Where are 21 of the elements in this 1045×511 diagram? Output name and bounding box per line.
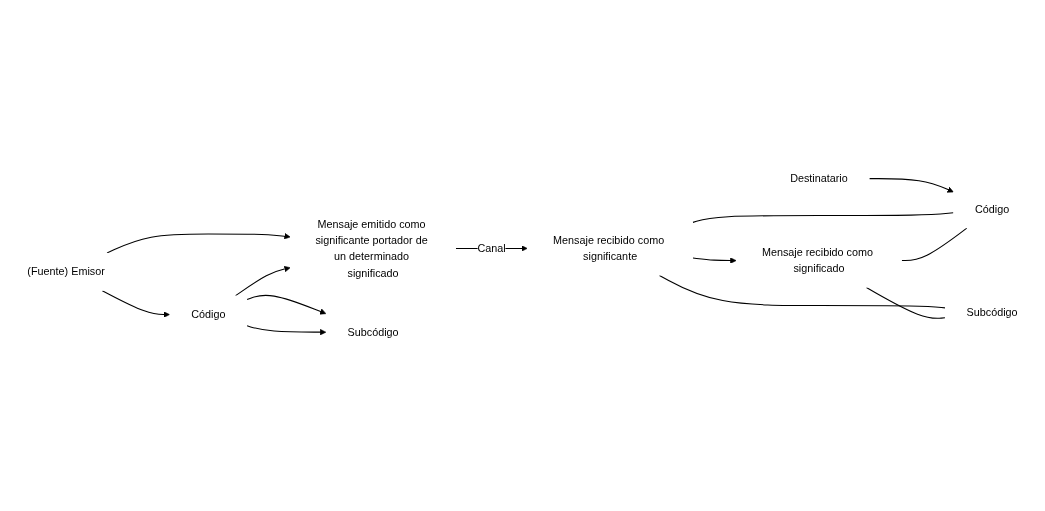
node-text: Código bbox=[974, 202, 1010, 215]
arrow bbox=[246, 294, 327, 315]
arrow bbox=[246, 325, 327, 336]
connector bbox=[865, 287, 946, 319]
connector bbox=[901, 227, 968, 262]
arrow bbox=[692, 257, 737, 264]
connector bbox=[658, 274, 946, 309]
arrow bbox=[235, 266, 291, 297]
arrow bbox=[868, 178, 954, 193]
arrow bbox=[106, 233, 291, 254]
node-text: Mensaje recibido como significante bbox=[553, 233, 665, 263]
node-text: Mensaje recibido como significado bbox=[761, 245, 873, 275]
node-text: Código bbox=[191, 308, 226, 321]
node-text: Subcódigo bbox=[966, 306, 1018, 319]
node-text: Destinatario bbox=[790, 172, 848, 185]
node-text: Subcódigo bbox=[347, 325, 399, 338]
arrow bbox=[101, 290, 170, 318]
node-text: (Fuente) Emisor bbox=[27, 265, 105, 278]
connector bbox=[692, 212, 954, 223]
node-text: Mensaje emitido como significante portador de un determinado significado bbox=[315, 217, 428, 279]
edge-label: Canal bbox=[477, 241, 506, 255]
